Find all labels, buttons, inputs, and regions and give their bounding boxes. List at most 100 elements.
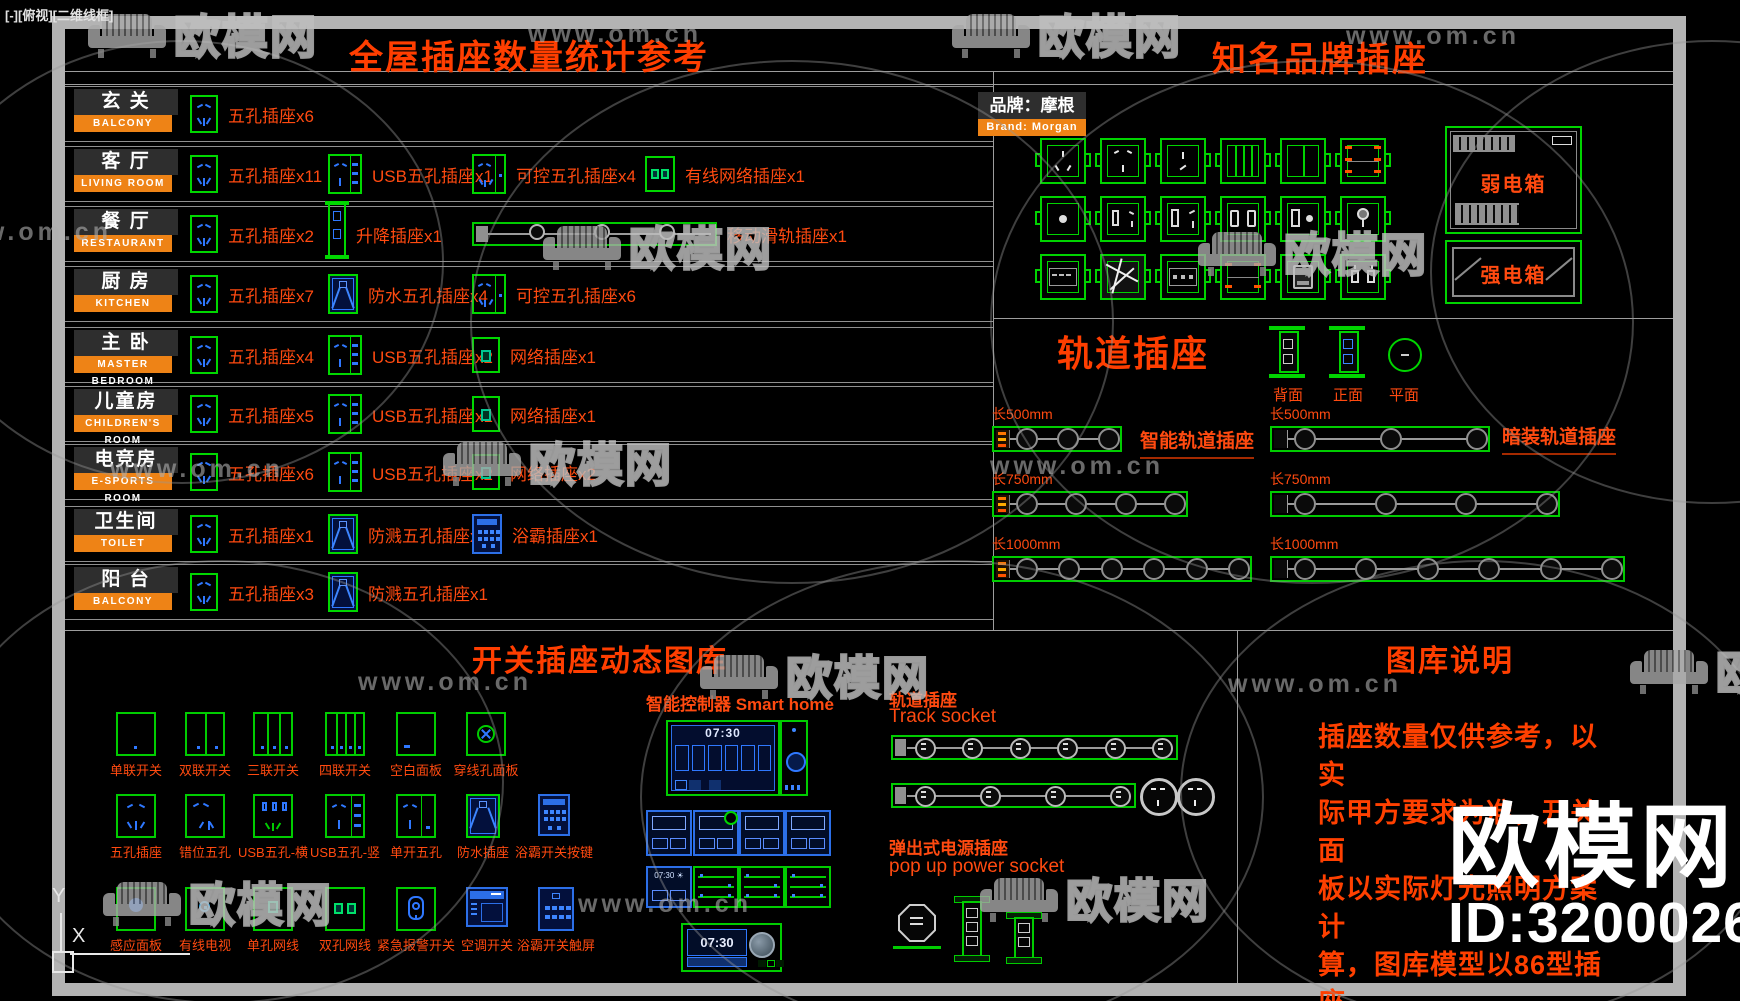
socket5-icon — [190, 155, 218, 193]
room-name: 客 厅 — [74, 149, 178, 175]
panel-key — [791, 838, 807, 849]
smart-clock: 07:30 — [705, 726, 741, 740]
socket-item: USB五孔插座x1 — [328, 389, 493, 439]
panel-bars-icon — [1035, 254, 1091, 300]
track-outlet-icon — [1417, 558, 1439, 580]
track-rail — [1010, 568, 1246, 570]
viewport-controls[interactable]: [-][俯视][二维线框] — [5, 8, 114, 23]
yuba-touch-icon — [538, 887, 574, 931]
track-outlet-icon — [1016, 493, 1038, 515]
library-item: 错位五孔 — [179, 794, 231, 860]
track-front-view-icon — [1329, 326, 1365, 378]
divider-vertical-bottom — [1237, 630, 1238, 983]
library-panel-title: 开关插座动态图库 — [472, 645, 728, 678]
track-outlet-icon — [1105, 737, 1126, 759]
library-item: 单孔网线 — [247, 887, 299, 953]
library-item-label: 单联开关 — [109, 763, 163, 778]
socket-item: 防水五孔插座x4 — [328, 269, 488, 319]
popup-tower-icon — [1006, 912, 1042, 964]
track-outlet-icon — [1016, 558, 1038, 580]
socket-item-label: 防溅五孔插座x1 — [368, 584, 488, 604]
socket-item-label: 防溅五孔插座x3 — [368, 526, 488, 546]
library-item: 双孔网线 — [319, 887, 371, 953]
library-item-label: 浴霸开关触屏 — [516, 938, 596, 953]
panel-key — [652, 838, 668, 849]
panel-key — [652, 890, 668, 901]
track-outlet-icon — [1294, 428, 1316, 450]
library-item: 四联开关 — [319, 712, 371, 778]
panel-key — [745, 838, 761, 849]
track-rail — [1010, 503, 1182, 505]
library-item-label: USB五孔-竖 — [309, 845, 381, 860]
divider-top-1 — [65, 71, 1673, 72]
library-item-label: 错位五孔 — [178, 845, 232, 860]
room-name-en: RESTAURANT — [74, 235, 172, 252]
track-cap — [1274, 560, 1288, 578]
track-outlet-icon — [1045, 785, 1066, 807]
slat-panel — [693, 866, 739, 908]
hidden-track-bar — [1270, 426, 1490, 452]
track-cap — [895, 787, 906, 804]
panel-key — [717, 838, 733, 849]
library-item-label: 穿线孔面板 — [453, 763, 519, 778]
bottom-track-label-en: Track socket — [889, 706, 996, 727]
track-length-label: 长500mm — [1270, 406, 1331, 422]
net1-icon — [472, 454, 500, 490]
hidden-track-bar — [1270, 556, 1625, 582]
socket-item-label: 网络插座x1 — [510, 406, 596, 426]
panel-mini-clock: 07:30 ☀ — [654, 871, 684, 880]
socket5-icon — [190, 453, 218, 491]
socket-item-label: 五孔插座x5 — [228, 406, 314, 426]
lift-icon — [325, 201, 349, 259]
track-outlet-icon — [1065, 493, 1087, 515]
ctrl5-icon — [472, 154, 506, 194]
socket-item: 防溅五孔插座x3 — [328, 509, 488, 559]
round-dot-icon — [1035, 196, 1091, 242]
round-socket-icon — [1140, 778, 1178, 816]
track-cap — [1274, 495, 1288, 513]
socket-item: 五孔插座x2 — [190, 209, 314, 259]
track-outlet-icon — [1115, 493, 1137, 515]
socket-item-label: USB五孔插座x1 — [372, 166, 493, 186]
room-name-en: MASTER BEDROOM — [74, 356, 172, 387]
track-length-label: 长1000mm — [992, 536, 1061, 552]
control-panel: 07:30 ☀ — [646, 866, 692, 908]
blank-panel-icon — [396, 712, 436, 756]
view-label-plan: 平面 — [1388, 387, 1419, 404]
track-outlet-icon — [980, 785, 1001, 807]
net2-icon — [645, 156, 675, 192]
socket-item-label: 移动滑轨插座x1 — [727, 226, 847, 246]
library-item-label: 单开五孔 — [389, 845, 443, 860]
track-rail — [907, 746, 1172, 749]
socket-item: 五孔插座x4 — [190, 330, 314, 380]
track-outlet-icon — [1455, 493, 1477, 515]
socket-item: 升降插座x1 — [325, 201, 442, 259]
socket-item: 五孔插座x5 — [190, 389, 314, 439]
charger-pair-icon — [1335, 254, 1391, 300]
socket-item-label: 可控五孔插座x4 — [516, 166, 636, 186]
device-box-icon — [1275, 254, 1331, 300]
orange-strip-1-icon — [1215, 254, 1271, 300]
usb-h-icon — [253, 794, 293, 838]
knob-icon — [786, 752, 806, 772]
library-item: USB五孔-竖 — [310, 794, 380, 860]
track-cap — [895, 739, 906, 756]
socket-item-label: USB五孔插座x1 — [372, 406, 493, 426]
room-name-en: LIVING ROOM — [74, 175, 172, 192]
library-item-label: 浴霸开关按键 — [514, 845, 594, 860]
socket-item: 五孔插座x6 — [190, 89, 314, 139]
room-name: 厨 房 — [74, 269, 178, 295]
library-item-label: 双孔网线 — [318, 938, 372, 953]
library-item: 浴霸开关触屏 — [517, 887, 595, 953]
socket5-icon — [190, 275, 218, 313]
ctrl5-icon — [472, 274, 506, 314]
notes-panel-title: 图库说明 — [1386, 645, 1514, 678]
control-panel — [739, 810, 785, 856]
control-panel — [646, 810, 692, 856]
socket-item-label: 五孔插座x4 — [228, 347, 314, 367]
